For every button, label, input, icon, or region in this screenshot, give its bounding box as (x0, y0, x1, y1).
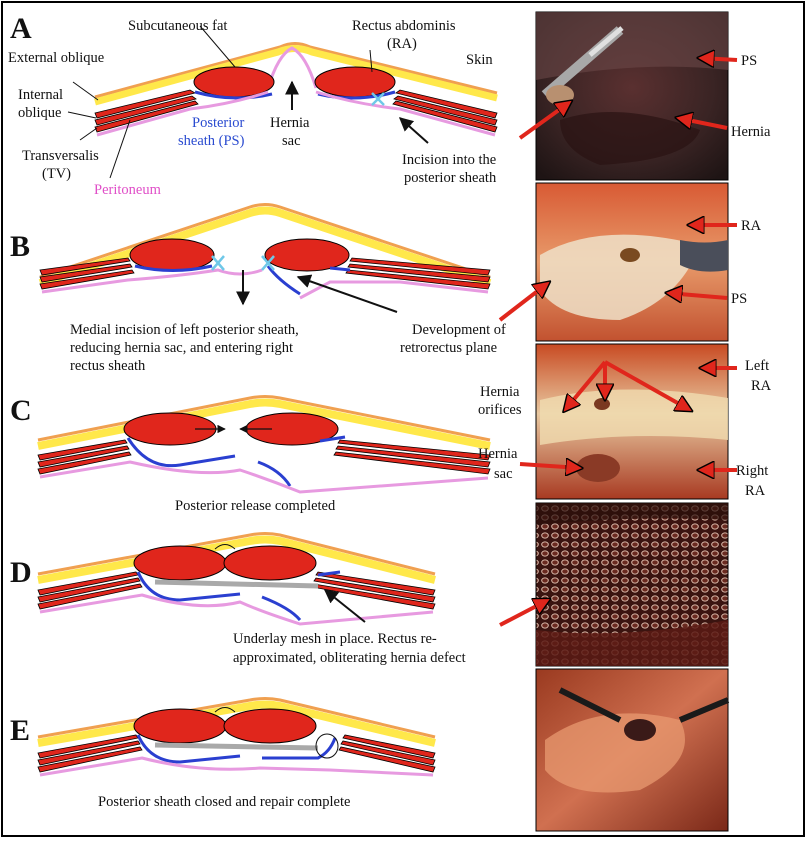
label-internal-line2: oblique (18, 105, 62, 121)
photo-b-label-ra: RA (741, 218, 762, 234)
photo-c-label-right-line1: Right (736, 463, 768, 479)
photo-b-label-ps: PS (731, 291, 747, 307)
caption-e: Posterior sheath closed and repair compl… (98, 794, 350, 810)
panel-c: C Posterior release completed (10, 394, 491, 514)
label-incision-line2: posterior sheath (404, 170, 497, 186)
label-peritoneum: Peritoneum (94, 182, 162, 198)
panel-e: E Posterior sheath closed and repair com… (10, 697, 436, 810)
label-transversalis-line2: (TV) (42, 166, 71, 182)
caption-b-dev-line2: retrorectus plane (400, 340, 497, 356)
panel-d: D Underlay mesh in place. Rectus re- app… (10, 532, 466, 666)
photo-c-label-orifices-line2: orifices (478, 402, 522, 418)
photo-c-label-left-line1: Left (745, 358, 769, 374)
caption-b-line1: Medial incision of left posterior sheath… (70, 322, 299, 338)
photo-d (499, 502, 729, 667)
caption-c: Posterior release completed (175, 498, 336, 514)
label-transversalis-line1: Transversalis (22, 148, 99, 164)
panel-label-c: C (10, 394, 32, 427)
photo-a-label-hernia: Hernia (731, 124, 771, 140)
label-posterior-line2: sheath (PS) (178, 133, 245, 149)
caption-b-line2: reducing hernia sac, and entering right (70, 340, 293, 356)
photo-a: PS Hernia (518, 11, 771, 181)
caption-b-dev-line1: Development of (412, 322, 506, 338)
caption-d-line2: approximated, obliterating hernia defect (233, 650, 466, 666)
panel-label-e: E (10, 714, 30, 747)
label-skin: Skin (466, 52, 493, 68)
caption-b-line3: rectus sheath (70, 358, 146, 374)
photo-c-label-orifices-line1: Hernia (480, 384, 520, 400)
photo-c-label-sac-line1: Hernia (478, 446, 518, 462)
label-rectus-line2: (RA) (387, 36, 417, 52)
photo-e (535, 668, 730, 832)
label-posterior-line1: Posterior (192, 115, 245, 131)
panel-label-d: D (10, 556, 32, 589)
label-rectus-line1: Rectus abdominis (352, 18, 456, 34)
label-hernia-line2: sac (282, 133, 301, 149)
photo-c-label-sac-line2: sac (494, 466, 513, 482)
label-hernia-line1: Hernia (270, 115, 310, 131)
label-subcutaneous-fat: Subcutaneous fat (128, 18, 227, 34)
label-incision-line1: Incision into the (402, 152, 496, 168)
photo-b: RA PS (498, 182, 762, 342)
photo-c: Left RA Hernia orifices Hernia sac Right… (478, 343, 772, 500)
photo-c-label-right-line2: RA (745, 483, 766, 499)
panel-b: B Medial incision of left posterior shea… (10, 203, 506, 374)
label-internal-line1: Internal (18, 87, 63, 103)
photo-a-label-ps: PS (741, 53, 757, 69)
caption-d-line1: Underlay mesh in place. Rectus re- (233, 631, 437, 647)
panel-label-a: A (10, 12, 32, 45)
photo-c-label-left-line2: RA (751, 378, 772, 394)
label-external-oblique: External oblique (8, 50, 104, 66)
panel-a: A Subcutaneous fat Rec (8, 12, 498, 198)
panel-label-b: B (10, 230, 30, 263)
